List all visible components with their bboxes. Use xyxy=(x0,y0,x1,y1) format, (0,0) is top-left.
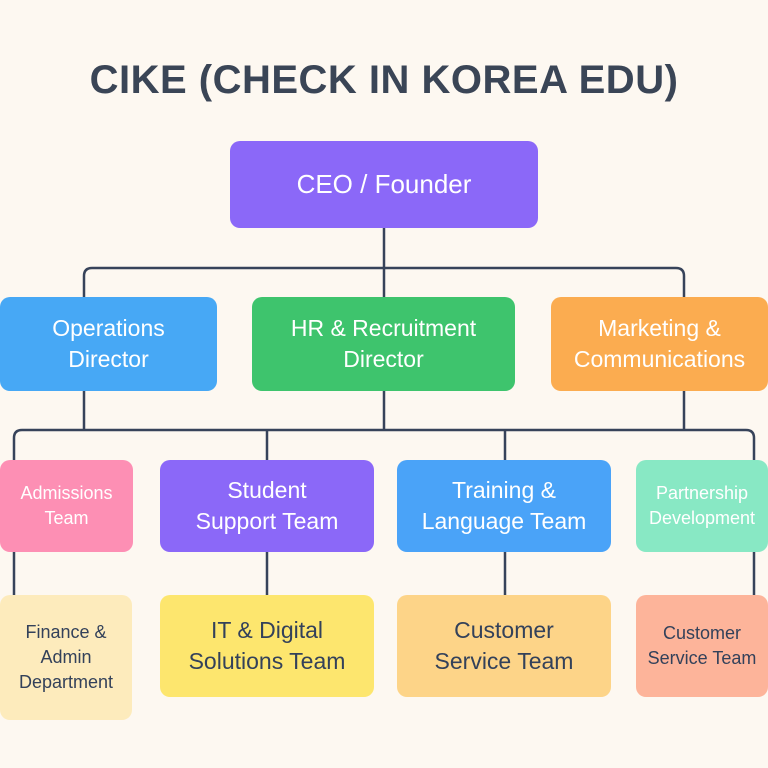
connector-dir-down xyxy=(82,391,686,430)
partnership-box: Partnership Development xyxy=(636,460,768,552)
box-label: Admissions Team xyxy=(20,483,113,528)
box-label: Partnership Development xyxy=(648,483,756,528)
customer-service-box: Customer Service Team xyxy=(397,595,611,697)
box-label: Marketing & Communications xyxy=(573,315,746,372)
it-digital-box: IT & Digital Solutions Team xyxy=(160,595,374,697)
finance-admin-box: Finance & Admin Department xyxy=(0,595,132,720)
connector-level4 xyxy=(12,552,756,595)
box-label: HR & Recruitment Director xyxy=(290,315,477,372)
chart-title: CIKE (CHECK IN KOREA EDU) xyxy=(89,58,679,102)
admissions-team-box: Admissions Team xyxy=(0,460,133,552)
ceo-box: CEO / Founder xyxy=(230,141,538,228)
box-label: Student Support Team xyxy=(195,477,339,534)
hr-director-box: HR & Recruitment Director xyxy=(252,297,515,391)
box-label: Customer Service Team xyxy=(647,623,757,668)
box-label: Operations Director xyxy=(52,315,165,372)
box-label: Customer Service Team xyxy=(434,617,574,674)
ceo-label: CEO / Founder xyxy=(296,169,472,199)
connector-level2 xyxy=(82,266,686,297)
box-label: Finance & Admin Department xyxy=(18,622,114,692)
student-support-box: Student Support Team xyxy=(160,460,374,552)
customer-service-box-2: Customer Service Team xyxy=(636,595,768,697)
operations-director-box: Operations Director xyxy=(0,297,217,391)
box-label: Training & Language Team xyxy=(421,477,587,534)
box-label: IT & Digital Solutions Team xyxy=(188,617,346,674)
connector-level3 xyxy=(12,428,756,460)
training-language-box: Training & Language Team xyxy=(397,460,611,552)
marketing-director-box: Marketing & Communications xyxy=(551,297,768,391)
